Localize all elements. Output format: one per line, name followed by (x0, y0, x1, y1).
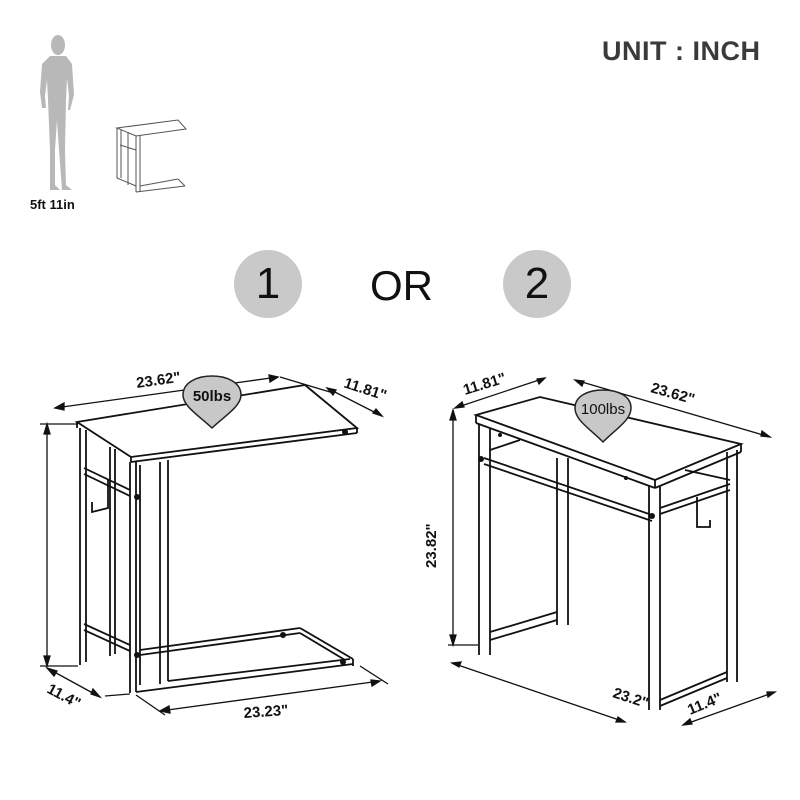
config-1-base-length: 23.23" (243, 702, 289, 722)
config-2-base-length: 23.2" (611, 685, 651, 712)
config-2-base-depth: 11.4" (685, 690, 724, 719)
svg-text:100lbs: 100lbs (581, 401, 625, 418)
or-separator: OR (370, 262, 433, 309)
option-2-label: 2 (524, 259, 550, 308)
option-1-label: 1 (255, 259, 281, 308)
c-table-thumbnail-icon (115, 119, 187, 193)
person-height-caption: 5ft 11in (30, 197, 75, 212)
config-2-height: 23.82" (423, 523, 440, 568)
option-2-badge: 2 (503, 250, 571, 318)
person-silhouette-icon (40, 35, 74, 190)
config-1-load-badge: 50lbs (182, 375, 242, 430)
svg-text:50lbs: 50lbs (193, 388, 231, 405)
config-2-top-depth: 11.81" (461, 370, 508, 399)
option-1-badge: 1 (234, 250, 302, 318)
scale-reference: 5ft 11in (0, 0, 250, 230)
unit-label: UNIT : INCH (602, 36, 761, 66)
config-2-load-badge: 100lbs (574, 389, 632, 444)
config-1-top-length: 23.62" (135, 369, 182, 392)
